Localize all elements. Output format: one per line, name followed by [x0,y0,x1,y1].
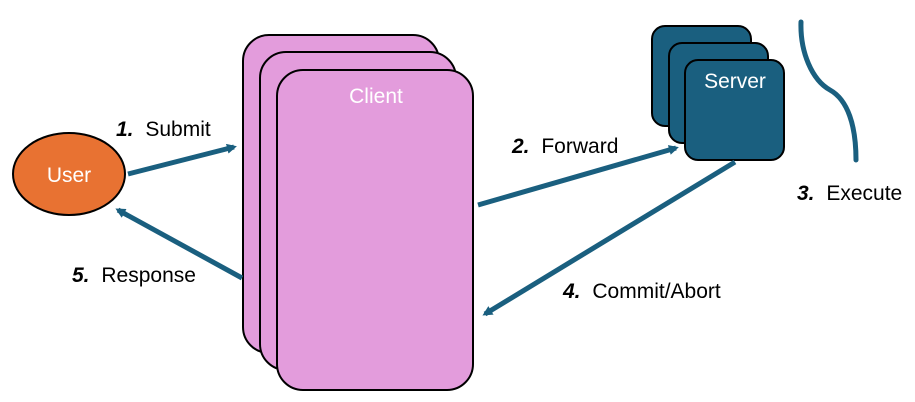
client-card-front [276,69,474,391]
arrow-forward [477,145,679,208]
step-execute-label: 3. Execute [797,182,902,205]
server-stack: Server [651,25,785,161]
step-2-text: Forward [541,135,618,158]
step-5-text: Response [101,264,196,287]
step-submit-label: 1. Submit [116,118,211,141]
execute-brace [798,19,859,163]
client-stack: Client [242,34,474,391]
arrow-submit [127,143,237,177]
step-response-label: 5. Response [72,264,196,287]
step-5-number: 5. [72,264,90,287]
user-ellipse [12,132,126,216]
server-card-front [684,59,785,161]
step-3-text: Execute [826,182,902,205]
arrow-response [115,207,244,281]
arrow-commit-abort [482,159,737,317]
server-label: Server [704,70,766,93]
step-3-number: 3. [797,182,815,205]
step-1-text: Submit [145,118,211,141]
user-label: User [47,164,91,187]
step-4-text: Commit/Abort [592,280,721,303]
step-forward-label: 2. Forward [511,135,618,158]
step-1-number: 1. [116,118,134,141]
step-2-number: 2. [511,135,530,158]
client-label: Client [349,85,403,108]
user-node: User [12,132,126,216]
step-commit-abort-label: 4. Commit/Abort [562,280,721,303]
step-4-number: 4. [562,280,581,303]
